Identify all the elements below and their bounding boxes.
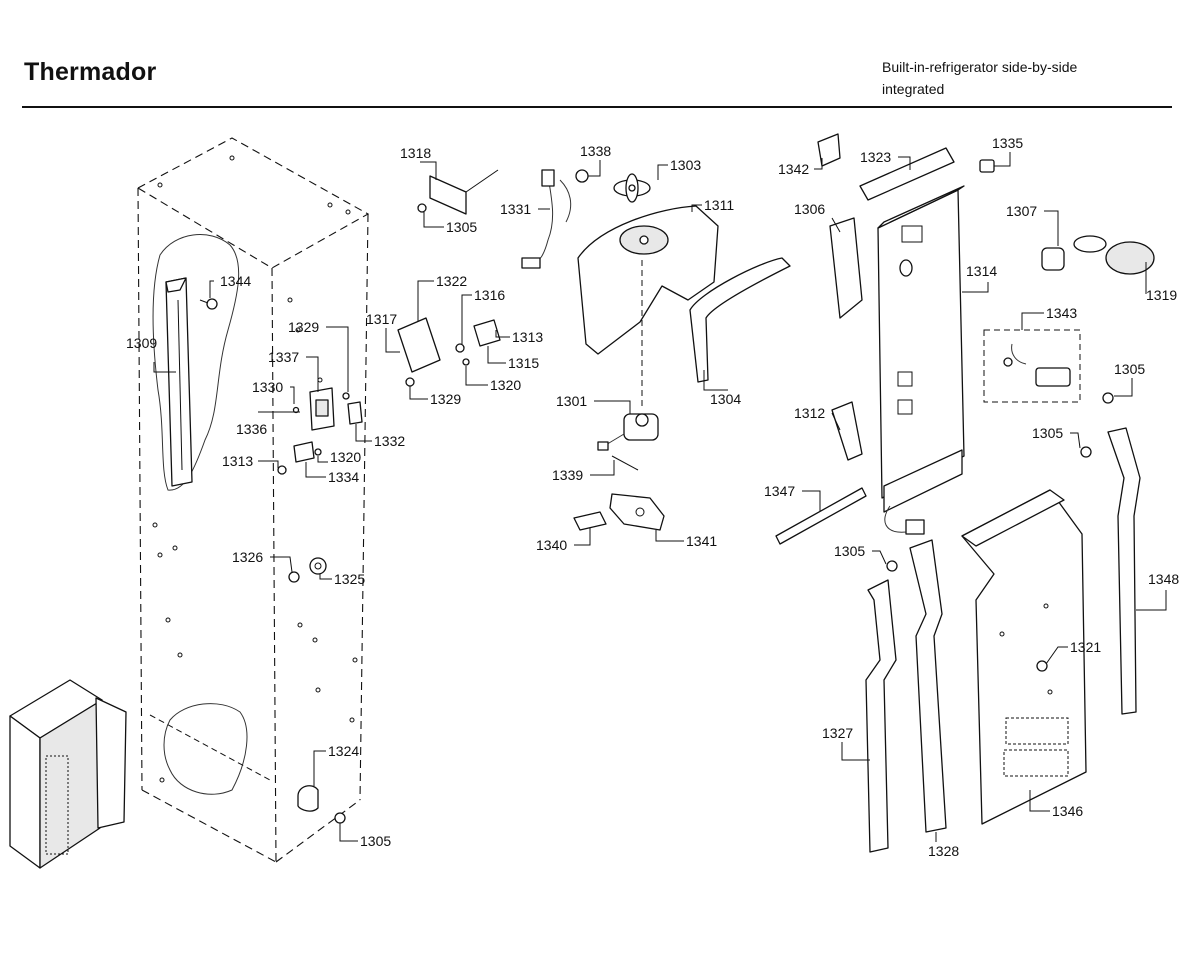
part-1319-lamp-cover — [1105, 241, 1155, 275]
part-1343-assembly — [983, 329, 1114, 404]
callout-1304: 1304 — [710, 391, 741, 407]
callout-1330: 1330 — [252, 379, 283, 395]
model-description-line2: integrated — [882, 81, 945, 97]
callout-1309: 1309 — [126, 335, 157, 351]
part-1315-switch — [455, 319, 501, 366]
part-1324-bracket — [297, 785, 346, 824]
part-1335-plug — [979, 159, 995, 173]
part-1339-rod — [611, 455, 639, 471]
part-1348-rail — [1107, 427, 1141, 715]
part-1314-panel — [877, 185, 965, 535]
callout-1319: 1319 — [1146, 287, 1177, 303]
side-cabinet-thumbnail — [9, 679, 127, 869]
callout-1305e: 1305 — [360, 833, 391, 849]
callout-1322: 1322 — [436, 273, 467, 289]
part-1306-duct — [829, 217, 863, 319]
callout-1305b: 1305 — [1114, 361, 1145, 377]
callout-1321: 1321 — [1070, 639, 1101, 655]
callout-1341: 1341 — [686, 533, 717, 549]
part-1318-bracket — [417, 169, 499, 215]
callout-1334: 1334 — [328, 469, 359, 485]
callout-1312: 1312 — [794, 405, 825, 421]
callout-1327: 1327 — [822, 725, 853, 741]
callout-1314: 1314 — [966, 263, 997, 279]
model-description: Built-in-refrigerator side-by-side integ… — [882, 56, 1182, 100]
callout-1305c: 1305 — [1032, 425, 1063, 441]
callout-1328: 1328 — [928, 843, 959, 859]
callout-1305a: 1305 — [446, 219, 477, 235]
callout-1331: 1331 — [500, 201, 531, 217]
part-1307-lamp-socket — [1041, 235, 1107, 271]
callout-1301: 1301 — [556, 393, 587, 409]
callout-1335: 1335 — [992, 135, 1023, 151]
cabinet-outline — [136, 137, 370, 863]
part-1347-strip — [775, 487, 867, 545]
callout-1326: 1326 — [232, 549, 263, 565]
callout-1337: 1337 — [268, 349, 299, 365]
part-1331-harness — [521, 169, 589, 269]
callout-1324: 1324 — [328, 743, 359, 759]
callout-1325: 1325 — [334, 571, 365, 587]
callout-1338: 1338 — [580, 143, 611, 159]
callout-1313b: 1313 — [512, 329, 543, 345]
part-1304-gasket — [689, 257, 791, 383]
callout-1305d: 1305 — [834, 543, 865, 559]
callout-1343: 1343 — [1046, 305, 1077, 321]
callout-1346: 1346 — [1052, 803, 1083, 819]
callout-1320a: 1320 — [490, 377, 521, 393]
callout-1315: 1315 — [508, 355, 539, 371]
callout-1340: 1340 — [536, 537, 567, 553]
part-1322-cover — [397, 317, 441, 387]
part-1301-motor — [597, 413, 659, 451]
callout-1344: 1344 — [220, 273, 251, 289]
part-1309-rail — [165, 277, 193, 487]
brand-title: Thermador — [24, 58, 157, 86]
callout-1342: 1342 — [778, 161, 809, 177]
callout-1329b: 1329 — [430, 391, 461, 407]
callout-1313a: 1313 — [222, 453, 253, 469]
part-1325-1326 — [288, 557, 327, 583]
part-1327-rail — [865, 560, 898, 853]
callout-1347: 1347 — [764, 483, 795, 499]
callout-1306: 1306 — [794, 201, 825, 217]
part-1344-screw — [199, 298, 218, 310]
part-1346-rear-cover — [961, 489, 1087, 825]
part-1311-fan-shroud — [577, 205, 719, 355]
part-1303-fan-blade — [613, 173, 651, 203]
callout-1317: 1317 — [366, 311, 397, 327]
callout-1311: 1311 — [704, 197, 734, 213]
model-description-line1: Built-in-refrigerator side-by-side — [882, 59, 1078, 75]
callout-1336: 1336 — [236, 421, 267, 437]
part-1342-clip — [817, 133, 841, 167]
callout-1320b: 1320 — [330, 449, 361, 465]
callout-1332: 1332 — [374, 433, 405, 449]
callout-1303: 1303 — [670, 157, 701, 173]
part-1341-bracket — [609, 493, 665, 531]
header-rule — [22, 106, 1172, 108]
part-1323-cap — [859, 147, 955, 201]
part-1312-duct — [831, 401, 863, 461]
callout-1329a: 1329 — [288, 319, 319, 335]
callout-1318: 1318 — [400, 145, 431, 161]
part-1340-pad — [573, 511, 607, 531]
callout-1316: 1316 — [474, 287, 505, 303]
callouts: 1344 1309 1329 1337 1330 1336 1332 1313 … — [126, 135, 1179, 859]
callout-1323: 1323 — [860, 149, 891, 165]
bracket-assembly — [277, 387, 363, 475]
callout-1348: 1348 — [1148, 571, 1179, 587]
part-1305-screw-right — [1080, 446, 1092, 458]
callout-1307: 1307 — [1006, 203, 1037, 219]
part-1328-rail — [909, 539, 947, 833]
callout-1339: 1339 — [552, 467, 583, 483]
